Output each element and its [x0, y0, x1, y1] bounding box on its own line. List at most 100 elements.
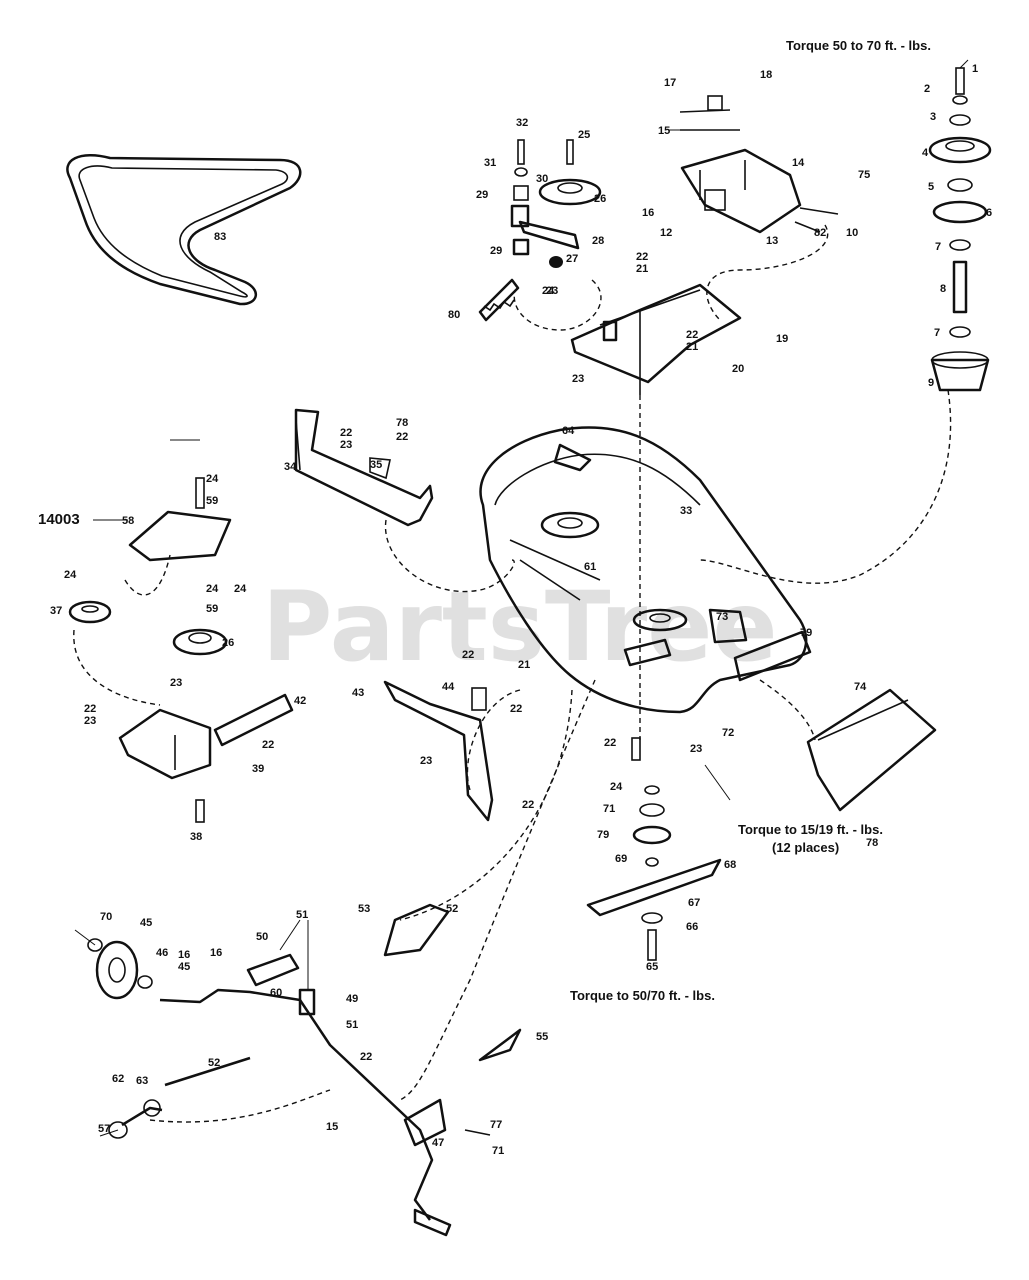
callout: 83 [214, 231, 226, 243]
callout: 23 [84, 715, 96, 727]
callout: 29 [490, 245, 502, 257]
callout: 68 [724, 859, 736, 871]
callout-labels: 1 2 3 4 5 6 7 8 7 9 10 12 13 14 15 16 16… [50, 63, 992, 1157]
callout: 78 [396, 417, 408, 429]
callout: 52 [208, 1057, 220, 1069]
left-pulley-assembly [68, 477, 294, 823]
callout: 24 [234, 583, 247, 595]
callout: 73 [716, 611, 728, 623]
callout: 30 [536, 173, 548, 185]
discharge-chute [806, 688, 937, 812]
callout: 79 [597, 829, 609, 841]
belt-route-1 [706, 224, 829, 321]
callout: 45 [178, 961, 190, 973]
callout: 5 [928, 181, 934, 193]
callout: 24 [206, 473, 219, 485]
callout: 17 [664, 77, 676, 89]
height-adjust-plate [383, 903, 450, 957]
callout: 23 [420, 755, 432, 767]
callout: 75 [858, 169, 870, 181]
torque-note-spindle-places: (12 places) [772, 840, 839, 855]
callout: 51 [346, 1019, 358, 1031]
callout: 24 [64, 569, 77, 581]
leader-lines [74, 59, 969, 1137]
callout: 74 [854, 681, 867, 693]
callout: 22 [462, 649, 474, 661]
callout: 9 [928, 377, 934, 389]
callout: 50 [256, 931, 268, 943]
belt-route-7 [399, 679, 596, 1101]
callout: 10 [846, 227, 858, 239]
callout: 38 [190, 831, 202, 843]
callout: 65 [646, 961, 658, 973]
idler-arm-assembly [478, 139, 602, 322]
callout: 22 [604, 737, 616, 749]
callout: 29 [476, 189, 488, 201]
deck-mount-plate [570, 283, 742, 395]
callout: 22 [686, 329, 698, 341]
belt-route-11 [759, 679, 816, 741]
callout: 45 [140, 917, 152, 929]
callout: 25 [578, 129, 590, 141]
lift-linkage [87, 938, 522, 1237]
callout: 39 [252, 763, 264, 775]
callout: 7 [935, 241, 941, 253]
callout: 35 [370, 459, 382, 471]
callout: 23 [572, 373, 584, 385]
callout: 28 [592, 235, 604, 247]
callout: 23 [170, 677, 182, 689]
callout: 71 [603, 803, 615, 815]
callout: 31 [484, 157, 496, 169]
callout: 78 [866, 837, 878, 849]
callout: 70 [100, 911, 112, 923]
callout: 22 [340, 427, 352, 439]
callout: 82 [814, 227, 826, 239]
belt-route-3 [699, 389, 952, 584]
callout: 58 [122, 515, 134, 527]
torque-note-blade: Torque to 50/70 ft. - lbs. [570, 988, 715, 1003]
callout: 24 [542, 285, 555, 297]
torque-note-spindle: Torque to 15/19 ft. - lbs. [738, 822, 883, 837]
callout: 22 [262, 739, 274, 751]
callout: 21 [686, 341, 698, 353]
callout: 43 [352, 687, 364, 699]
callout: 80 [448, 309, 460, 321]
callout: 27 [566, 253, 578, 265]
callout: 69 [615, 853, 627, 865]
pivot-bracket [679, 95, 839, 234]
callout: 61 [584, 561, 596, 573]
callout: 13 [766, 235, 778, 247]
callout: 23 [546, 285, 558, 297]
callout: 22 [522, 799, 534, 811]
callout: 33 [680, 505, 692, 517]
callout: 37 [50, 605, 62, 617]
callout: 23 [340, 439, 352, 451]
callout: 22 [84, 703, 96, 715]
callout: 16 [178, 949, 190, 961]
callout: 4 [922, 147, 929, 159]
callout: 34 [284, 461, 297, 473]
belt-route-2 [513, 279, 602, 331]
belt-route-8 [399, 689, 573, 921]
callout: 52 [446, 903, 458, 915]
callout: 22 [360, 1051, 372, 1063]
callout: 12 [660, 227, 672, 239]
callout: 22 [636, 251, 648, 263]
callout: 6 [986, 207, 992, 219]
belt-route-6 [124, 554, 171, 596]
drive-belt [66, 153, 302, 306]
callout: 53 [358, 903, 370, 915]
callout: 18 [760, 69, 772, 81]
callout: 24 [610, 781, 623, 793]
torque-note-pulley: Torque 50 to 70 ft. - lbs. [786, 38, 931, 53]
callout: 24 [206, 583, 219, 595]
callout: 1 [972, 63, 978, 75]
support-bracket [294, 408, 434, 527]
callout: 59 [206, 495, 218, 507]
callout: 22 [510, 703, 522, 715]
callout: 15 [326, 1121, 338, 1133]
callout: 71 [492, 1145, 504, 1157]
callout: 79 [800, 627, 812, 639]
